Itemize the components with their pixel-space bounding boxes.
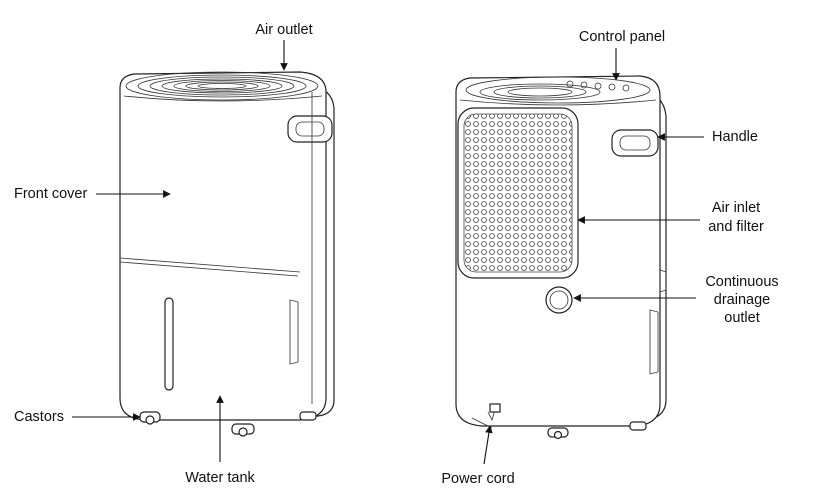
label-power-cord: Power cord [441, 471, 514, 487]
arrow-power-cord [483, 425, 493, 465]
drainage-outlet-graphic [545, 286, 573, 314]
label-drainage-line2: drainage [714, 292, 770, 308]
air-outlet-grille [125, 71, 319, 101]
label-control-panel: Control panel [579, 29, 665, 45]
label-handle: Handle [712, 129, 758, 145]
rear-view-unit [455, 75, 667, 440]
label-castors: Castors [14, 409, 64, 425]
label-water-tank: Water tank [185, 470, 255, 486]
label-drainage-line1: Continuous [705, 274, 778, 290]
label-air-inlet-line2: and filter [708, 219, 764, 235]
air-inlet-filter-panel [457, 107, 579, 279]
label-air-inlet-line1: Air inlet [712, 200, 760, 216]
label-air-outlet: Air outlet [255, 22, 312, 38]
rear-unit-handle [611, 129, 659, 157]
label-front-cover: Front cover [14, 186, 87, 202]
rear-castors [547, 421, 647, 440]
front-view-unit [119, 71, 335, 437]
control-panel-graphic [465, 76, 651, 104]
water-level-window [164, 297, 174, 391]
front-castors [139, 411, 317, 437]
front-unit-handle [287, 115, 333, 143]
label-drainage-line3: outlet [724, 310, 759, 326]
